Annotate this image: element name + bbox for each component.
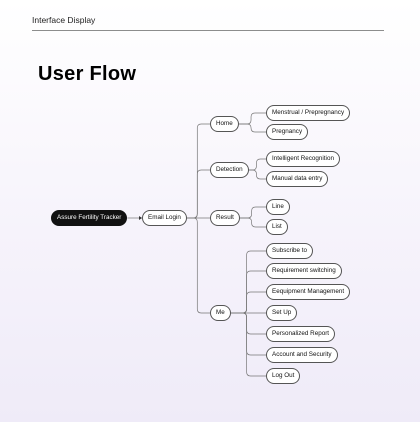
connector-personalized-report	[230, 312, 266, 335]
flow-node-set-up: Set Up	[266, 305, 298, 321]
connector-manual-data-entry	[248, 169, 266, 180]
connector-equipment-management	[230, 291, 266, 314]
connector-me	[186, 217, 210, 314]
connector-detection	[186, 169, 210, 219]
header-divider	[32, 30, 384, 31]
connector-intelligent-recognition	[248, 158, 266, 171]
flow-node-result: Result	[210, 210, 240, 226]
connector-arrowhead	[139, 216, 142, 220]
flow-node-home: Home	[210, 116, 239, 132]
connector-subscribe-to	[230, 250, 266, 314]
flow-node-subscribe-to: Subscribe to	[266, 243, 314, 259]
flow-node-equipment-management: Eequipment Management	[266, 284, 351, 300]
flow-node-list: List	[266, 219, 288, 235]
flow-node-requirement-switching: Requirement switching	[266, 263, 342, 279]
page-title: User Flow	[38, 63, 137, 85]
connector-line	[239, 206, 266, 219]
connector-log-out	[230, 312, 266, 377]
flow-node-pregnancy: Pregnancy	[266, 124, 309, 140]
header-label: Interface Display	[32, 15, 96, 25]
flow-node-log-out: Log Out	[266, 368, 301, 384]
flow-node-me: Me	[210, 305, 231, 321]
flow-node-line: Line	[266, 199, 290, 215]
flow-node-root: Assure Fertility Tracker	[51, 210, 128, 226]
connector-list	[239, 217, 266, 228]
flow-node-email-login: Email Login	[142, 210, 187, 226]
connector-pregnancy	[238, 123, 266, 133]
flow-node-detection: Detection	[210, 162, 249, 178]
flow-node-intelligent-recognition: Intelligent Recognition	[266, 151, 340, 167]
flow-node-account-security: Account and Security	[266, 347, 338, 363]
connector-menstrual-prepregnancy	[238, 112, 266, 125]
flow-node-menstrual-prepregnancy: Menstrual / Prepregnancy	[266, 105, 351, 121]
flow-node-personalized-report: Personalized Report	[266, 326, 336, 342]
flow-node-manual-data-entry: Manual data entry	[266, 171, 329, 187]
